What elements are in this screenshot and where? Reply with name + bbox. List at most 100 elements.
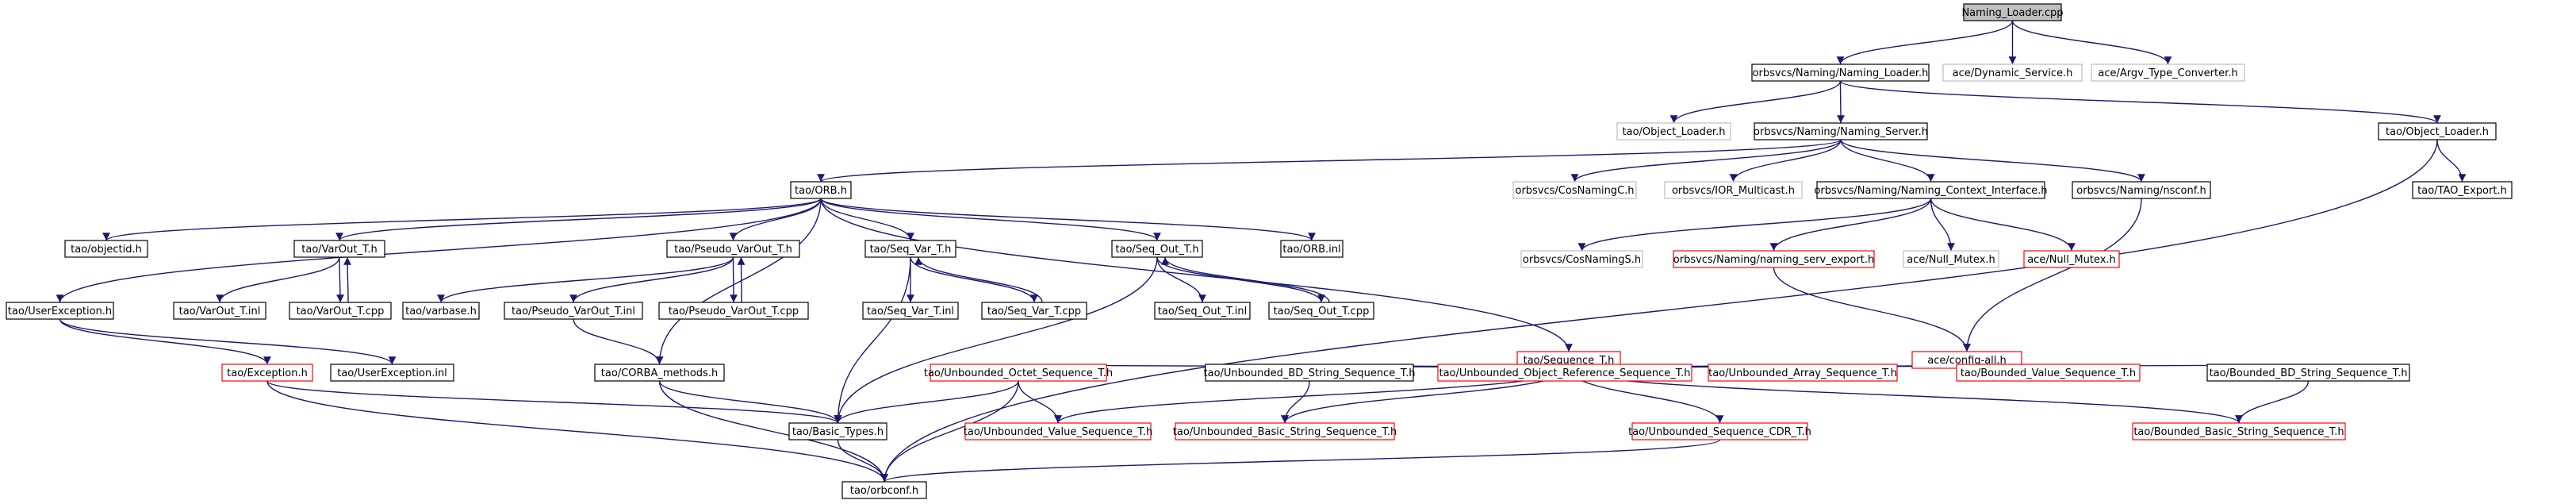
file-node[interactable]: tao/TAO_Export.h — [2412, 181, 2513, 199]
file-node[interactable]: tao/ORB.h — [790, 181, 852, 199]
file-node-box — [1631, 422, 1808, 441]
file-node: orbsvcs/CosNamingC.h — [1512, 181, 1637, 199]
file-node-label: Naming_Loader.cpp — [1961, 7, 2063, 19]
file-node[interactable]: orbsvcs/Naming/Naming_Loader.h — [1751, 63, 1930, 82]
file-node[interactable]: tao/Object_Loader.h — [2378, 122, 2497, 140]
file-node[interactable]: tao/UserException.inl — [330, 364, 454, 382]
file-node-label: tao/Basic_Types.h — [792, 426, 884, 438]
include-edge-n7-n13 — [102, 198, 822, 241]
file-node-label: tao/Object_Loader.h — [1623, 126, 1726, 138]
file-node-box — [2072, 181, 2211, 199]
file-node[interactable]: tao/Unbounded_Value_Sequence_T.h — [964, 422, 1152, 441]
file-node[interactable]: tao/Pseudo_VarOut_T.cpp — [658, 302, 809, 320]
include-edge-n10-n21 — [1930, 198, 1955, 252]
file-node[interactable]: ace/Null_Mutex.h — [2023, 250, 2120, 268]
file-node[interactable]: tao/Unbounded_Object_Reference_Sequence_… — [1437, 364, 1692, 382]
file-node[interactable]: tao/Pseudo_VarOut_T.h — [666, 240, 800, 258]
file-node[interactable]: orbsvcs/Naming/Naming_Context_Interface.… — [1814, 181, 2048, 199]
include-edge-n7-n17 — [820, 198, 1161, 241]
file-node-label: tao/Bounded_Basic_String_Sequence_T.h — [2133, 426, 2344, 438]
file-node-box — [864, 240, 956, 258]
file-node-box — [1437, 364, 1692, 382]
file-node-box — [930, 364, 1107, 382]
file-node-box — [862, 302, 959, 320]
file-node[interactable]: tao/Seq_Var_T.inl — [862, 302, 959, 320]
file-node[interactable]: tao/Basic_Types.h — [788, 422, 887, 441]
file-node[interactable]: tao/Unbounded_Array_Sequence_T.h — [1708, 364, 1898, 382]
include-edge-n35-n44 — [266, 380, 842, 424]
file-node[interactable]: tao/Seq_Out_T.inl — [1154, 302, 1251, 320]
include-edge-n37-n49 — [658, 380, 888, 483]
include-edge-n17-n31 — [1156, 256, 1206, 303]
file-node[interactable]: tao/Seq_Out_T.cpp — [1268, 302, 1374, 320]
include-edge-n38-n49 — [880, 380, 1019, 483]
file-node-box — [594, 364, 725, 382]
include-edge-n7-n18 — [820, 198, 1316, 241]
file-node[interactable]: orbsvcs/Naming/Naming_Server.h — [1754, 122, 1928, 140]
file-node[interactable]: tao/Unbounded_Basic_String_Sequence_T.h — [1173, 422, 1397, 441]
file-node[interactable]: tao/Unbounded_Octet_Sequence_T.h — [924, 364, 1113, 382]
file-node[interactable]: orbsvcs/Naming/naming_serv_export.h — [1673, 250, 1875, 268]
include-edge-n1-n4 — [1669, 80, 1842, 124]
file-node-box — [1816, 181, 2045, 199]
file-node-label: tao/Object_Loader.h — [2386, 126, 2489, 138]
file-node[interactable]: tao/VarOut_T.h — [293, 240, 385, 258]
file-node[interactable]: tao/CORBA_methods.h — [594, 364, 725, 382]
include-edge-n30-n16 — [914, 256, 1043, 303]
file-node[interactable]: tao/Bounded_Value_Sequence_T.h — [1956, 364, 2141, 382]
file-node-label: tao/Seq_Out_T.cpp — [1274, 306, 1370, 317]
file-node: ace/Null_Mutex.h — [1903, 250, 1999, 268]
file-node-box — [2091, 63, 2245, 82]
file-node-label: tao/Unbounded_BD_String_Sequence_T.h — [1204, 367, 1416, 379]
file-node[interactable]: tao/Pseudo_VarOut_T.inl — [504, 302, 643, 320]
include-edge-n0-n1 — [1836, 20, 2014, 65]
file-node[interactable]: tao/VarOut_T.cpp — [289, 302, 392, 320]
file-node[interactable]: tao/Seq_Var_T.h — [864, 240, 956, 258]
file-node[interactable]: tao/Seq_Var_T.cpp — [981, 302, 1087, 320]
file-node[interactable]: tao/Seq_Out_T.h — [1111, 240, 1203, 258]
file-node-box — [1754, 122, 1928, 140]
file-node-box — [2132, 422, 2346, 441]
include-edge-n6-n49 — [880, 139, 2438, 483]
file-node-label: tao/Unbounded_Sequence_CDR_T.h — [1628, 426, 1811, 438]
file-node[interactable]: tao/varbase.h — [402, 302, 480, 320]
file-node-label: tao/VarOut_T.cpp — [297, 306, 385, 317]
file-node[interactable]: tao/VarOut_T.inl — [173, 302, 266, 320]
file-node-box — [1673, 250, 1875, 268]
file-node[interactable]: tao/UserException.h — [6, 302, 114, 320]
file-node-label: tao/CORBA_methods.h — [601, 367, 718, 379]
dependency-edges — [56, 20, 2467, 483]
file-node[interactable]: tao/Bounded_Basic_String_Sequence_T.h — [2132, 422, 2346, 441]
include-edge-n7-n16 — [820, 198, 914, 241]
file-node-label: tao/Unbounded_Array_Sequence_T.h — [1708, 367, 1897, 379]
file-node[interactable]: orbsvcs/Naming/nsconf.h — [2072, 181, 2211, 199]
file-node[interactable]: Naming_Loader.cpp — [1961, 3, 2064, 21]
include-edge-n7-n33 — [820, 198, 1573, 352]
file-node[interactable]: tao/objectid.h — [64, 240, 148, 258]
file-node-label: orbsvcs/IOR_Multicast.h — [1672, 185, 1795, 197]
include-edge-n15-n27 — [569, 256, 734, 303]
include-edge-n15-n26 — [437, 256, 734, 303]
file-node-box — [1512, 181, 1637, 199]
file-node[interactable]: tao/Unbounded_BD_String_Sequence_T.h — [1204, 364, 1416, 382]
file-node-label: tao/objectid.h — [71, 244, 142, 256]
include-edge-n5-n8 — [1570, 139, 1842, 183]
include-edge-n17-n44 — [834, 256, 1158, 424]
file-node-label: tao/VarOut_T.h — [301, 244, 377, 256]
file-node[interactable]: tao/ORB.inl — [1280, 240, 1344, 258]
file-node-label: tao/Seq_Var_T.cpp — [987, 306, 1081, 317]
file-node[interactable]: tao/Exception.h — [221, 364, 313, 382]
file-node-label: orbsvcs/Naming/naming_serv_export.h — [1673, 254, 1874, 266]
file-node[interactable]: tao/orbconf.h — [841, 481, 927, 499]
file-node[interactable]: tao/Unbounded_Sequence_CDR_T.h — [1628, 422, 1811, 441]
file-node-box — [64, 240, 148, 258]
file-node-label: orbsvcs/Naming/Naming_Server.h — [1754, 126, 1928, 138]
file-node[interactable]: tao/Bounded_BD_String_Sequence_T.h — [2206, 364, 2410, 382]
file-node-box — [981, 302, 1087, 320]
include-edge-n44-n49 — [837, 439, 888, 483]
file-node-box — [1751, 63, 1930, 82]
include-edge-n23-n35 — [59, 318, 271, 365]
file-node-box — [1664, 181, 1803, 199]
include-edge-n35-n49 — [266, 380, 888, 483]
file-node-box — [2023, 250, 2120, 268]
